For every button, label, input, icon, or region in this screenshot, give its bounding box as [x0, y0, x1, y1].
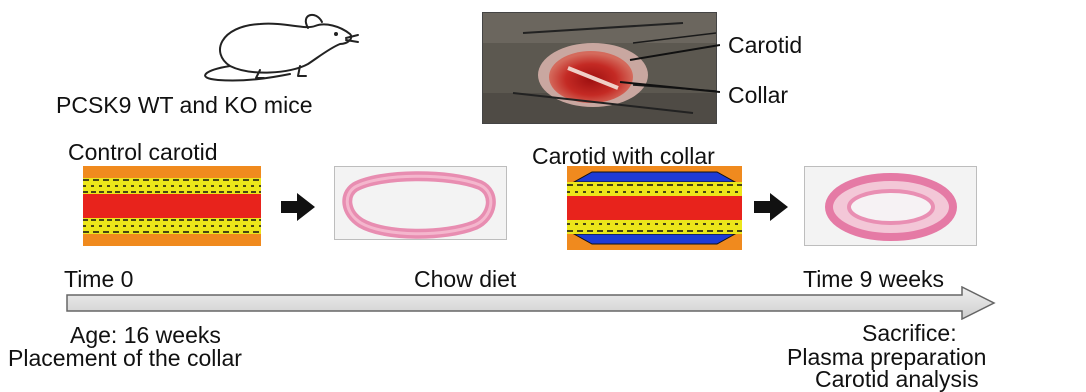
start-note-collar: Placement of the collar — [8, 347, 242, 370]
mouse-illustration — [190, 8, 360, 83]
control-carotid-label: Control carotid — [68, 141, 218, 164]
collar-histology-image — [804, 166, 977, 246]
collar-carotid-schematic — [567, 166, 742, 250]
arrow-right-icon — [281, 193, 315, 221]
mouse-label: PCSK9 WT and KO mice — [56, 94, 313, 117]
end-note-carotid-analysis: Carotid analysis — [815, 368, 979, 391]
collar-label: Collar — [728, 84, 788, 107]
photo-pointer-lines — [600, 30, 720, 110]
arrow-right-icon — [754, 193, 788, 221]
timeline-arrow — [66, 286, 996, 320]
carotid-label: Carotid — [728, 34, 802, 57]
control-carotid-schematic — [83, 166, 261, 246]
start-note-age: Age: 16 weeks — [70, 324, 221, 347]
control-histology-image — [334, 166, 507, 240]
end-note-sacrifice: Sacrifice: — [862, 322, 957, 345]
carotid-with-collar-label: Carotid with collar — [532, 145, 715, 168]
